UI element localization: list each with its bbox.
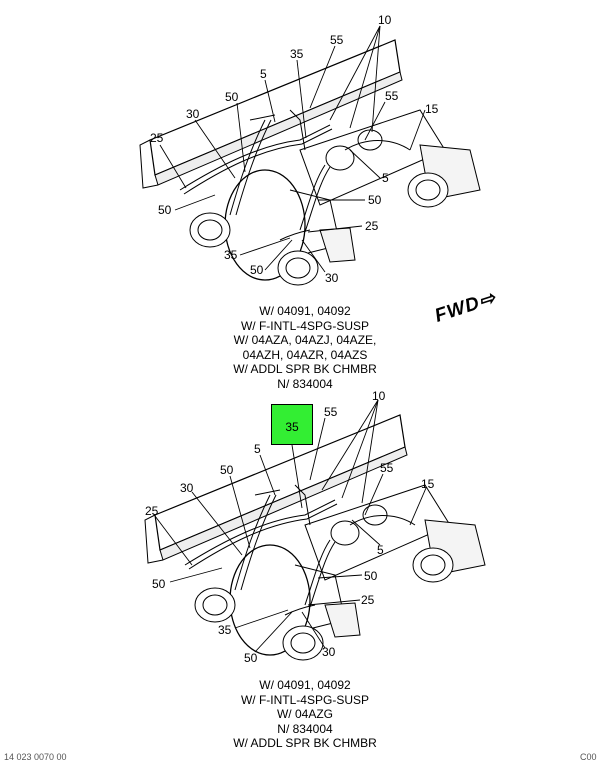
top-caption: W/ 04091, 04092 W/ F-INTL-4SPG-SUSP W/ 0… (150, 304, 460, 391)
callout: 50 (152, 577, 166, 591)
footer-right: C00 (580, 752, 597, 761)
callout: 50 (244, 651, 258, 665)
callout: 30 (322, 645, 336, 659)
top-leader-lines (159, 25, 426, 273)
callout: 50 (368, 193, 382, 207)
callout: 25 (365, 219, 379, 233)
callout: 25 (150, 131, 164, 145)
callout: 30 (325, 271, 339, 285)
callout: 15 (425, 102, 439, 116)
caption-line: W/ F-INTL-4SPG-SUSP (240, 318, 369, 333)
callout: 10 (372, 389, 386, 403)
footer-left: 14 023 0070 00 (4, 752, 67, 761)
highlighted-callout[interactable]: 35 (271, 404, 313, 445)
caption-line: W/ ADDL SPR BK CHMBR (233, 362, 377, 376)
caption-line: W/ 04091, 04092 (259, 304, 351, 318)
callout: 50 (158, 203, 172, 217)
caption-line: W/ F-INTL-4SPG-SUSP (240, 692, 369, 707)
callout: 10 (378, 13, 392, 27)
callout: 55 (385, 89, 399, 103)
bottom-leader-lines (154, 399, 427, 653)
callout: 50 (225, 90, 239, 104)
callout: 50 (364, 569, 378, 583)
callout: 30 (180, 481, 194, 495)
bottom-callouts: 10 55 5 50 30 25 55 15 5 50 50 25 35 50 … (145, 389, 435, 665)
callout: 35 (218, 623, 232, 637)
bottom-caption: W/ 04091, 04092 W/ F-INTL-4SPG-SUSP W/ 0… (150, 678, 460, 751)
callout: 50 (250, 263, 264, 277)
callout: 5 (260, 67, 267, 81)
callout: 35 (224, 248, 238, 262)
caption-line: W/ 04091, 04092 (259, 678, 351, 692)
callout: 25 (145, 504, 159, 518)
callout: 35 (290, 47, 304, 61)
callout: 5 (382, 171, 389, 185)
callout: 5 (377, 543, 384, 557)
callout: 55 (330, 33, 344, 47)
caption-line: W/ 04AZA, 04AZJ, 04AZE, (233, 333, 377, 347)
callout: 5 (254, 442, 261, 456)
callout: 25 (361, 593, 375, 607)
caption-line: W/ ADDL SPR BK CHMBR (233, 736, 377, 750)
caption-line: N/ 834004 (277, 721, 333, 736)
caption-line: W/ 04AZG (276, 707, 333, 721)
callout: 50 (220, 463, 234, 477)
callout: 55 (324, 405, 338, 419)
callout: 15 (421, 477, 435, 491)
callout: 30 (186, 107, 200, 121)
top-callouts: 10 55 35 5 50 30 25 55 15 5 50 50 25 35 … (150, 13, 439, 285)
caption-line: 04AZH, 04AZR, 04AZS (242, 347, 368, 362)
callout: 55 (380, 461, 394, 475)
caption-line: N/ 834004 (277, 376, 333, 391)
